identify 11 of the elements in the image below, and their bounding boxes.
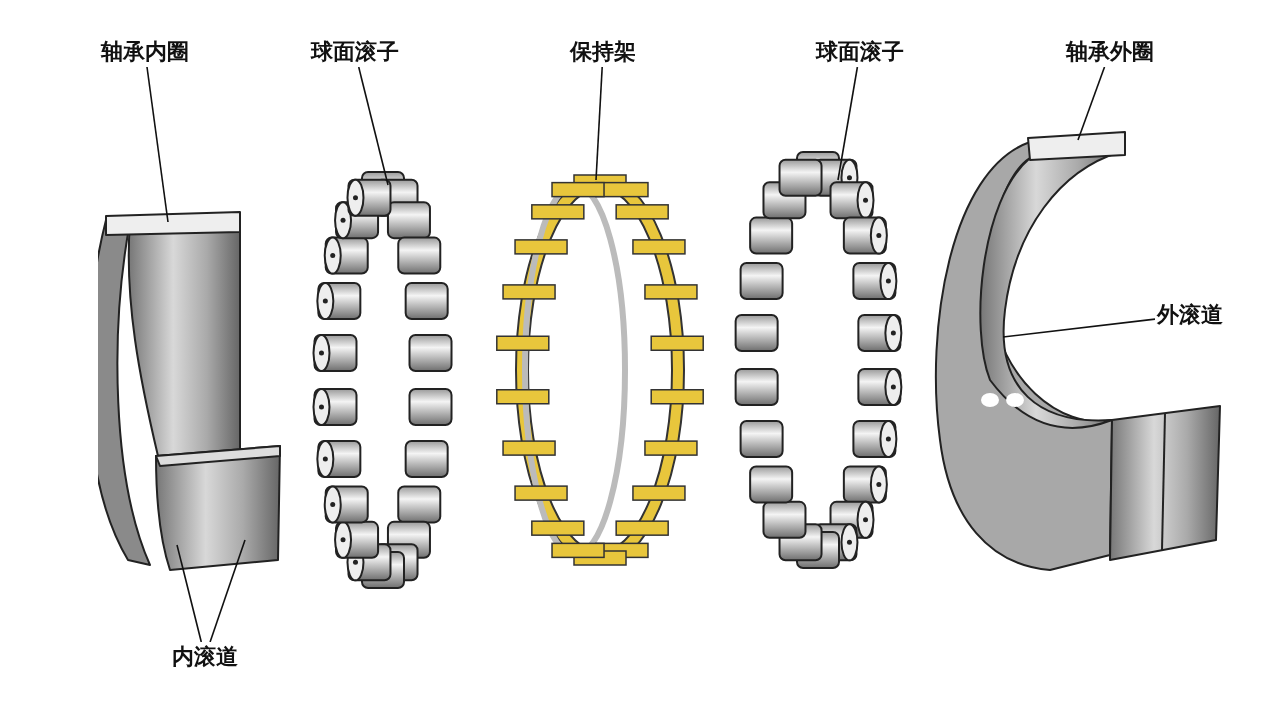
leader-line [595,66,603,181]
part-label: 球面滚子 [309,37,401,67]
leader-line [209,539,246,643]
leader-line [837,66,859,181]
leader-line [176,544,203,643]
part-label: 球面滚子 [814,37,906,67]
leader-line [1002,318,1156,338]
leader-line [146,66,169,223]
part-label: 轴承外圈 [1064,37,1156,67]
leader-line [1077,66,1106,141]
leader-line [357,66,389,186]
